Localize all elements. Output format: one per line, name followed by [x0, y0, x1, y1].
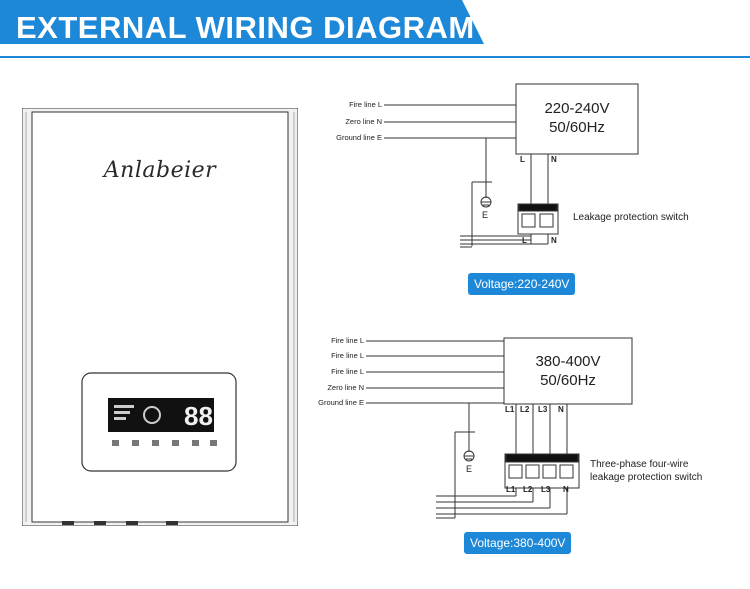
- single-voltage: 220-240V: [544, 100, 610, 117]
- heater-body: 88: [22, 108, 298, 526]
- three-terminal-l1-bottom: L1: [506, 485, 516, 494]
- three-ground-e: E: [466, 464, 473, 474]
- title-banner: EXTERNAL WIRING DIAGRAM: [0, 0, 750, 58]
- three-fire-line-3-label: Fire line L: [331, 367, 364, 376]
- single-switch-label: Leakage protection switch: [573, 212, 689, 223]
- single-terminal-n-top: N: [551, 155, 557, 164]
- three-terminal-n-bottom: N: [563, 485, 569, 494]
- three-zero-line-label: Zero line N: [327, 383, 364, 392]
- single-frequency: 50/60Hz: [549, 119, 605, 136]
- page-title: EXTERNAL WIRING DIAGRAM: [16, 10, 475, 45]
- single-ground-line-label: Ground line E: [336, 133, 382, 142]
- ground-symbol-icon: [463, 196, 492, 462]
- three-switch-label-2: leakage protection switch: [590, 472, 703, 483]
- single-fire-line-label: Fire line L: [349, 100, 382, 109]
- three-terminal-n-top: N: [558, 405, 564, 414]
- single-terminal-l-bottom: L: [522, 236, 527, 245]
- three-fire-line-1-label: Fire line L: [331, 336, 364, 345]
- three-terminal-l2-top: L2: [520, 405, 530, 414]
- three-voltage-badge: Voltage:380-400V: [464, 532, 572, 554]
- water-heater-illustration: 88 Anlabeier: [22, 108, 298, 526]
- banner-shape: [0, 0, 750, 58]
- three-frequency: 50/60Hz: [540, 372, 596, 389]
- three-terminal-l3-top: L3: [538, 405, 548, 414]
- single-terminal-n-bottom: N: [551, 236, 557, 245]
- three-ground-line-label: Ground line E: [318, 398, 364, 407]
- three-voltage: 380-400V: [535, 353, 601, 370]
- display-digits: 88: [184, 401, 213, 431]
- three-terminal-l2-bottom: L2: [523, 485, 533, 494]
- three-terminal-l1-top: L1: [505, 405, 515, 414]
- single-ground-e: E: [482, 210, 489, 220]
- brand-logo: Anlabeier: [103, 158, 217, 183]
- three-terminal-l3-bottom: L3: [541, 485, 551, 494]
- single-terminal-l-top: L: [520, 155, 525, 164]
- single-voltage-badge: Voltage:220-240V: [468, 273, 576, 295]
- three-switch-label-1: Three-phase four-wire: [590, 459, 689, 470]
- single-zero-line-label: Zero line N: [345, 117, 382, 126]
- three-fire-line-2-label: Fire line L: [331, 351, 364, 360]
